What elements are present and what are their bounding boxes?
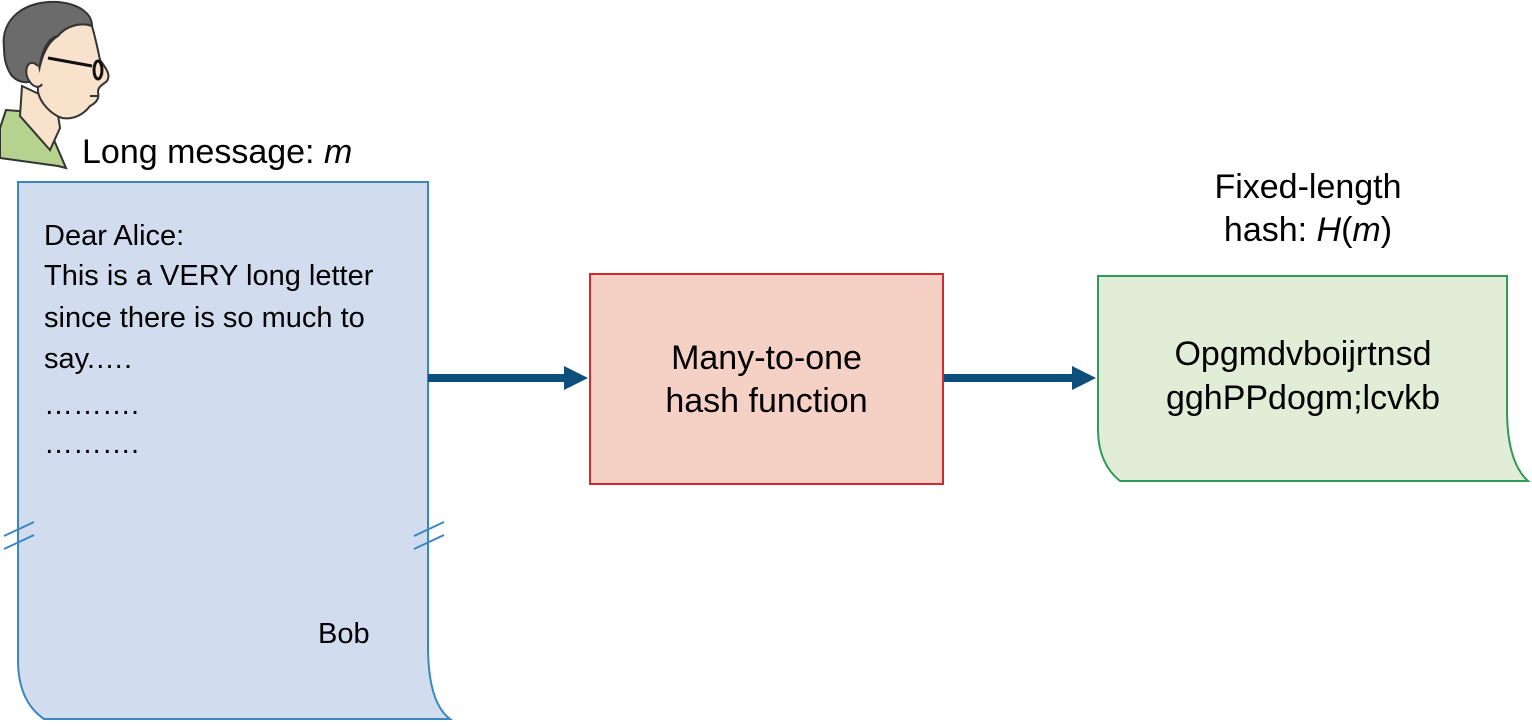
hash-open-paren: (: [1341, 211, 1353, 249]
hash-title-line1: Fixed-length: [1214, 168, 1402, 206]
hash-value-line1: Opgmdvboijrtnsd: [1174, 335, 1432, 373]
hash-close-paren: ): [1380, 211, 1393, 249]
hash-function-box: [589, 273, 944, 485]
person-icon: [0, 0, 110, 170]
letter-line: say.….: [44, 343, 133, 375]
letter-line-greeting: Dear Alice:: [44, 220, 185, 252]
letter-line: ……….: [44, 389, 140, 421]
hash-output-document: [1097, 275, 1531, 482]
hash-value-line2: gghPPdogm;lcvkb: [1165, 379, 1441, 417]
arrow-to-hash-output: [944, 366, 1096, 390]
letter-line: since there is so much to: [44, 302, 365, 334]
hash-variable: m: [1352, 211, 1381, 249]
letter-signature: Bob: [318, 618, 370, 650]
hash-function-label-line1: Many-to-one: [671, 339, 862, 377]
hash-function-label-line2: hash function: [665, 382, 868, 420]
arrow-to-hash-function: [428, 366, 588, 390]
break-mark-left: [3, 521, 35, 550]
hash-title-line2: hash: H(m): [1160, 209, 1456, 251]
hash-function-symbol: H: [1316, 211, 1342, 249]
message-title: Long message: m: [82, 131, 352, 173]
letter-line: This is a VERY long letter: [44, 260, 374, 292]
message-title-text: Long message:: [82, 133, 324, 171]
hash-title-prefix: hash:: [1223, 211, 1317, 249]
letter-line: ……….: [44, 428, 140, 460]
break-mark-right: [413, 521, 445, 550]
message-variable: m: [323, 133, 353, 171]
letter-document: [17, 181, 453, 720]
